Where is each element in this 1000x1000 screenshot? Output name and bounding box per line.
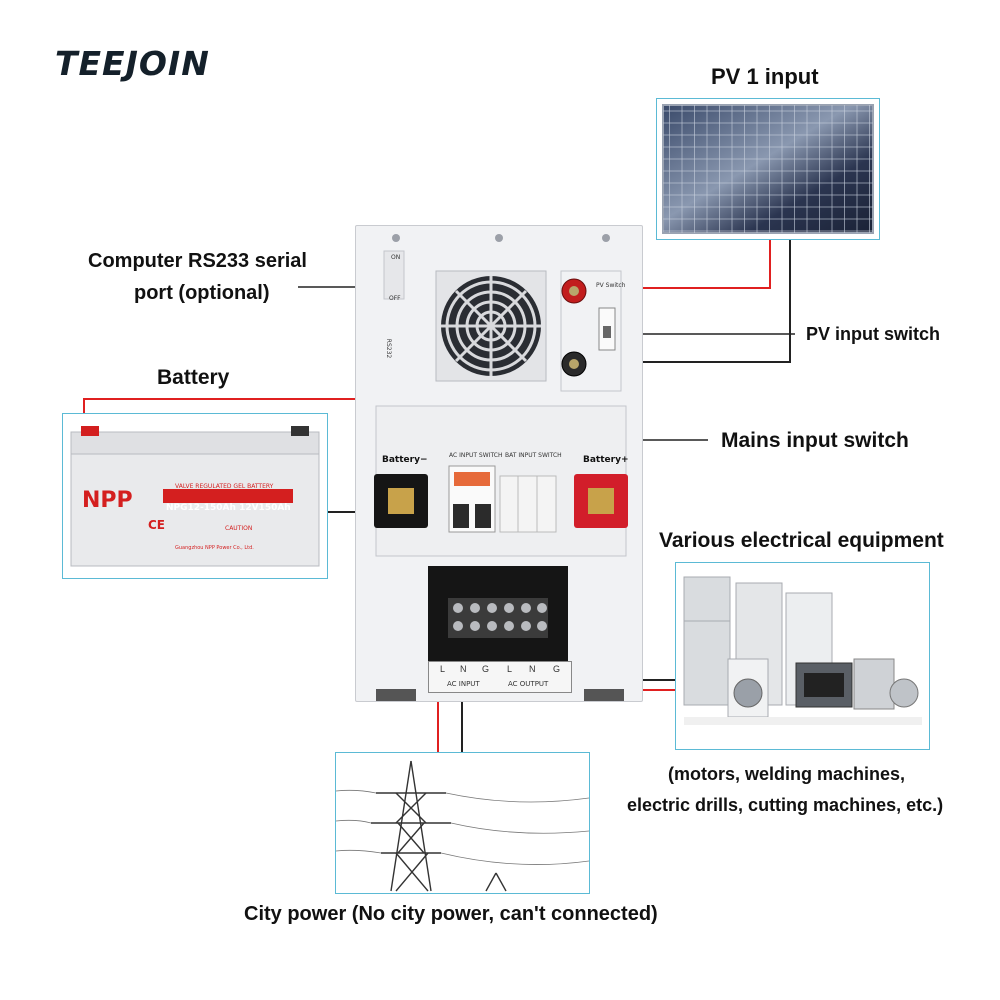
ac-input-switch-label: AC INPUT SWITCH [449,452,502,459]
equipment-note-2: electric drills, cutting machines, etc.) [627,795,943,816]
pv-switch-label: PV input switch [806,324,940,345]
battery-brand: NPP [82,488,133,513]
power-tower-image [336,753,589,893]
ac-output-tag: AC OUTPUT [508,680,548,688]
battery-maker: Guangzhou NPP Power Co., Ltd. [175,545,254,551]
terminal-l-out: L [507,664,512,674]
terminal-g-in: G [482,664,489,674]
equipment-frame [675,562,930,750]
terminal-strip [428,661,572,693]
bat-input-switch-label: BAT INPUT SWITCH [505,452,562,459]
battery-label: Battery [157,366,229,390]
rs232-label-line2: port (optional) [134,282,270,305]
inverter-on-label: ON [391,254,400,261]
battery-plus-label: Battery+ [583,455,629,465]
battery-ce-mark: CE [148,518,165,532]
terminal-g-out: G [553,664,560,674]
equipment-note-1: (motors, welding machines, [668,764,905,785]
inverter-off-label: OFF [389,295,401,302]
city-power-frame [335,752,590,894]
rs232-port: RS232 [385,339,392,358]
ac-input-tag: AC INPUT [447,680,480,688]
solar-panel-image [657,99,879,239]
rs232-label: Computer RS233 serial [88,250,307,273]
city-power-label: City power (No city power, can't connect… [244,903,658,926]
appliances-image [676,563,929,749]
mains-switch-label: Mains input switch [721,429,909,453]
pv-switch-tag: PV Switch [596,282,626,289]
terminal-l-in: L [440,664,445,674]
battery-minus-label: Battery− [382,455,428,465]
equipment-label: Various electrical equipment [659,529,944,553]
battery-model: NPG12-150Ah 12V150Ah [166,503,291,513]
terminal-n-out: N [529,664,536,674]
battery-type: VALVE REGULATED GEL BATTERY [175,483,273,490]
terminal-n-in: N [460,664,467,674]
battery-caution: CAUTION [225,525,252,532]
pv-input-label: PV 1 input [711,64,819,90]
solar-panel-frame [656,98,880,240]
